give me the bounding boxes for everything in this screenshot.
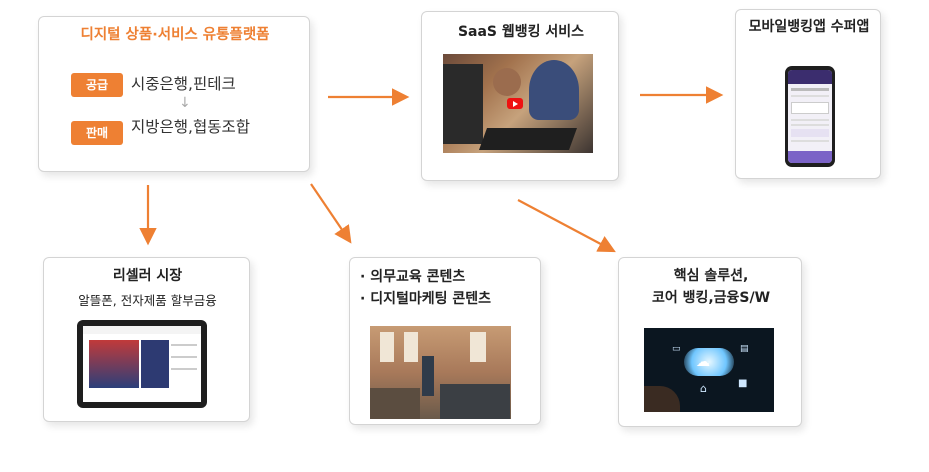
- content-line-2: · 디지털마케팅 콘텐츠: [360, 291, 491, 307]
- chart-icon: ▤: [740, 344, 749, 354]
- classroom-photo: [370, 326, 511, 419]
- saas-title: SaaS 웹뱅킹 서비스: [457, 24, 585, 40]
- phone-mockup: [785, 66, 835, 167]
- monitor-icon: ▭: [672, 344, 681, 354]
- mobile-box: 모바일뱅킹앱 수퍼앱: [735, 9, 881, 179]
- content-line-1: · 의무교육 콘텐츠: [360, 269, 466, 285]
- mobile-title: 모바일뱅킹앱 수퍼앱: [748, 19, 870, 35]
- platform-box: 디지털 상품·서비스 유통플랫폼 공급 시중은행,핀테크 ↓ 판매 지방은행,협…: [38, 16, 310, 172]
- down-arrow-icon: ↓: [179, 95, 191, 111]
- arrow-platform-to-content: [310, 183, 352, 244]
- supply-text: 시중은행,핀테크: [131, 75, 236, 93]
- cloud-banking-photo: ☁ ⌂ ■ ▤ ▭: [644, 328, 774, 412]
- tablet-mockup: [77, 320, 207, 408]
- arrow-saas-to-core: [517, 199, 616, 253]
- core-box: 핵심 솔루션, 코어 뱅킹,금융S/W ☁ ⌂ ■ ▤ ▭: [618, 257, 802, 427]
- saas-box: SaaS 웹뱅킹 서비스: [421, 11, 619, 181]
- core-title-line-1: 핵심 솔루션,: [673, 268, 749, 284]
- sell-tag: 판매: [71, 121, 123, 145]
- supply-tag: 공급: [71, 73, 123, 97]
- reseller-box: 리셀러 시장 알뜰폰, 전자제품 할부금융: [43, 257, 250, 422]
- content-box: · 의무교육 콘텐츠 · 디지털마케팅 콘텐츠: [349, 257, 541, 425]
- saas-photo: [443, 54, 593, 153]
- play-icon[interactable]: [507, 98, 523, 109]
- bank-icon: ⌂: [700, 382, 707, 395]
- reseller-title: 리셀러 시장: [112, 268, 183, 284]
- core-title-line-2: 코어 뱅킹,금융S/W: [651, 290, 771, 306]
- platform-title: 디지털 상품·서비스 유통플랫폼: [80, 27, 270, 43]
- sell-text: 지방은행,협동조합: [131, 118, 251, 136]
- cloud-icon: ☁: [696, 354, 710, 370]
- lock-icon: ■: [738, 378, 748, 389]
- reseller-subtitle: 알뜰폰, 전자제품 할부금융: [78, 293, 217, 308]
